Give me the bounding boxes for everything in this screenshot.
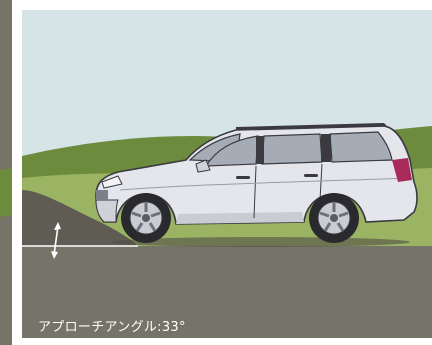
rear-quarter-window (329, 131, 393, 163)
tail-light (392, 158, 412, 182)
b-pillar (256, 136, 264, 164)
suv-car (95, 123, 418, 243)
rocker-panel (176, 212, 304, 224)
front-wheel (121, 193, 171, 243)
ramp-slope (22, 190, 138, 246)
grille (96, 190, 108, 200)
front-door-line (253, 165, 257, 219)
ground (22, 246, 432, 345)
rear-window (261, 133, 323, 165)
rear-wheel (309, 193, 359, 243)
divider-line (12, 0, 22, 345)
bottom-band (22, 338, 432, 345)
rear-door-line (319, 163, 323, 201)
front-bumper (95, 199, 119, 223)
top-band (22, 0, 432, 10)
front-door-handle (236, 176, 250, 179)
side-mirror (195, 159, 211, 173)
approach-angle-caption: アプローチアングル:33° (38, 320, 186, 335)
left-strip-grass (0, 168, 12, 217)
headlight (101, 175, 123, 189)
double-arrow-icon (51, 222, 61, 259)
rear-door-handle (304, 174, 318, 177)
body-crease (119, 177, 413, 191)
c-pillar (321, 134, 331, 162)
